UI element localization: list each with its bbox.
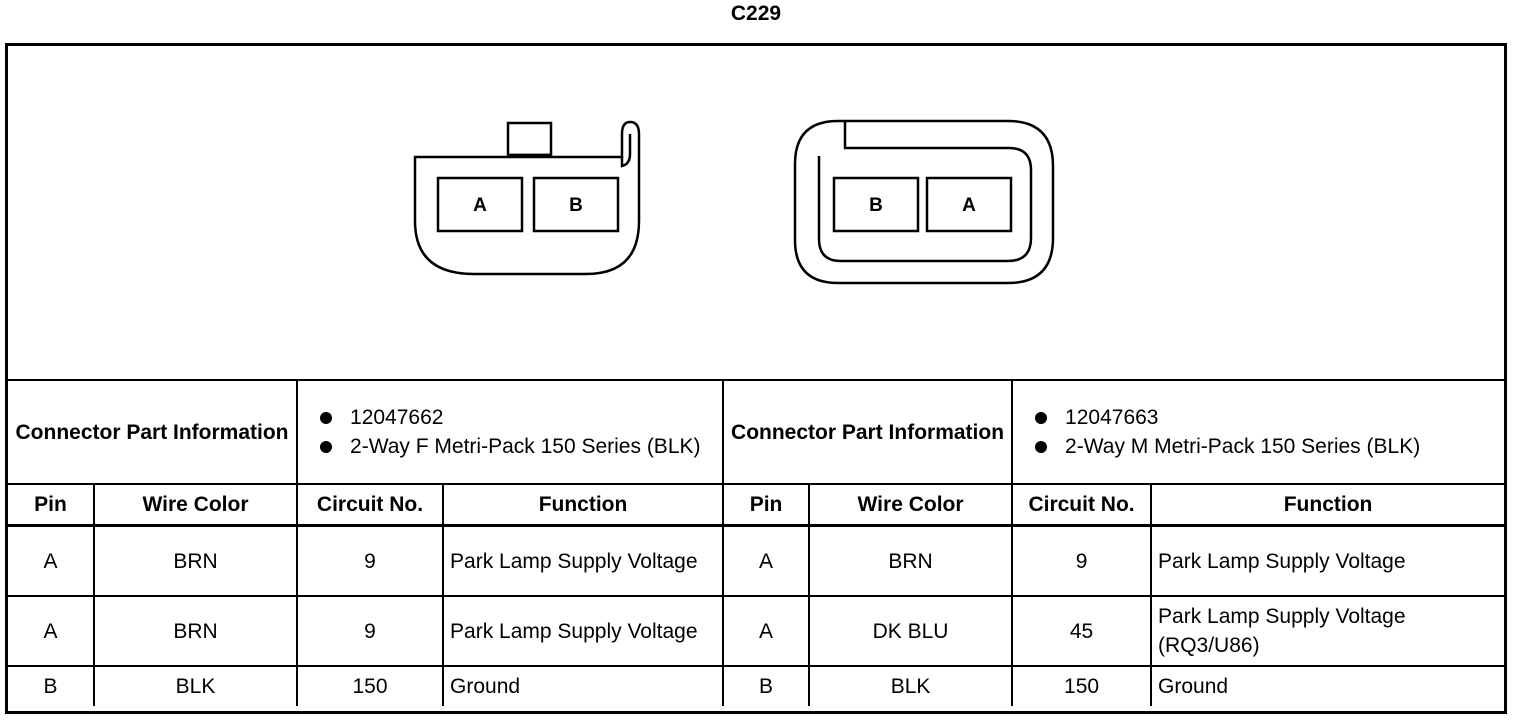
bullet-icon: [1035, 412, 1048, 424]
cell-pin: A: [8, 524, 95, 597]
cell-wire-color: BRN: [92, 595, 299, 667]
part-info-item: 2-Way M Metri-Pack 150 Series (BLK): [1033, 432, 1496, 461]
cell-circuit: 150: [296, 665, 445, 706]
header-wire-color: Wire Color: [92, 483, 299, 527]
part-info-row: Connector Part Information 12047662 2-Wa…: [8, 379, 1505, 485]
cell-wire-color: BLK: [92, 665, 299, 706]
table-row: A BRN 9 Park Lamp Supply Voltage A DK BL…: [8, 595, 1505, 667]
cavity-label-b: B: [569, 195, 583, 216]
bullet-icon: [320, 441, 333, 453]
cell-pin: A: [722, 595, 811, 667]
cell-pin: A: [8, 595, 95, 667]
cell-pin: A: [722, 524, 811, 597]
pinout-table: Connector Part Information 12047662 2-Wa…: [8, 379, 1505, 706]
header-pin: Pin: [8, 483, 95, 527]
cell-wire-color: DK BLU: [808, 595, 1014, 667]
header-function: Function: [1150, 483, 1505, 527]
cavity-label-a: A: [962, 195, 976, 216]
header-function: Function: [442, 483, 725, 527]
column-header-row: Pin Wire Color Circuit No. Function Pin …: [8, 483, 1505, 527]
cell-function: Park Lamp Supply Voltage: [1150, 524, 1505, 597]
cell-function: Park Lamp Supply Voltage (RQ3/U86): [1150, 595, 1505, 667]
header-pin: Pin: [722, 483, 811, 527]
connector-diagram: A B B A: [413, 119, 1055, 285]
table-row: B BLK 150 Ground B BLK 150 Ground: [8, 665, 1505, 706]
connector-frame: A B B A Connector Part Information 1204: [5, 43, 1507, 714]
part-info-item: 12047662: [318, 403, 714, 432]
cell-circuit: 150: [1011, 665, 1153, 706]
cell-function: Ground: [442, 665, 725, 706]
cell-function: Park Lamp Supply Voltage: [442, 595, 725, 667]
cell-circuit: 9: [1011, 524, 1153, 597]
cell-circuit: 45: [1011, 595, 1153, 667]
male-cavity-a: A: [925, 176, 1013, 233]
table-row: A BRN 9 Park Lamp Supply Voltage A BRN 9…: [8, 524, 1505, 597]
cell-function: Park Lamp Supply Voltage: [442, 524, 725, 597]
cell-circuit: 9: [296, 524, 445, 597]
cavity-label-b: B: [869, 195, 883, 216]
female-connector-body: [413, 120, 641, 276]
header-circuit-no: Circuit No.: [1011, 483, 1153, 527]
left-part-info-label: Connector Part Information: [8, 379, 299, 485]
part-info-item: 12047663: [1033, 403, 1496, 432]
female-cavity-b: B: [532, 176, 620, 233]
cell-circuit: 9: [296, 595, 445, 667]
header-circuit-no: Circuit No.: [296, 483, 445, 527]
cell-pin: B: [722, 665, 811, 706]
cell-function: Ground: [1150, 665, 1505, 706]
cell-pin: B: [8, 665, 95, 706]
header-wire-color: Wire Color: [808, 483, 1014, 527]
part-info-item: 2-Way F Metri-Pack 150 Series (BLK): [318, 432, 714, 461]
male-cavity-b: B: [832, 176, 920, 233]
right-part-info-label: Connector Part Information: [722, 379, 1014, 485]
female-cavity-a: A: [436, 176, 524, 233]
connector-title: C229: [730, 2, 782, 25]
cell-wire-color: BRN: [92, 524, 299, 597]
bullet-icon: [1035, 441, 1048, 453]
cavity-label-a: A: [473, 195, 487, 216]
left-part-info: 12047662 2-Way F Metri-Pack 150 Series (…: [296, 379, 725, 485]
right-part-info: 12047663 2-Way M Metri-Pack 150 Series (…: [1011, 379, 1505, 485]
male-connector-body: [793, 119, 1055, 285]
bullet-icon: [320, 412, 333, 424]
cell-wire-color: BRN: [808, 524, 1014, 597]
cell-wire-color: BLK: [808, 665, 1014, 706]
